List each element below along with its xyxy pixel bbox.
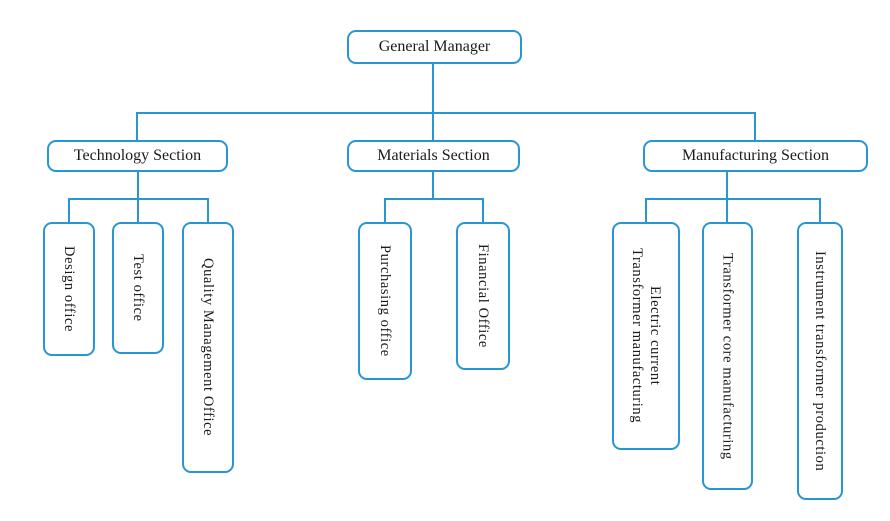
connector-drop-manufacturing (754, 112, 756, 140)
org-node-general-manager: General Manager (347, 30, 522, 64)
connector-root-stem (432, 64, 434, 114)
connector-drop-design-office (68, 198, 70, 222)
org-node-quality-management-office: Quality Management Office (182, 222, 234, 473)
connector-drop-financial-office (482, 198, 484, 222)
connector-drop-materials (432, 112, 434, 140)
connector-drop-electric-current (645, 198, 647, 222)
org-node-electric-current-transformer-manufacturing: Electric current Transformer manufacturi… (612, 222, 680, 450)
org-node-technology-section: Technology Section (47, 140, 228, 172)
org-node-purchasing-office: Purchasing office (358, 222, 412, 380)
connector-drop-technology (136, 112, 138, 140)
connector-technology-stem (137, 172, 139, 200)
connector-drop-test-office (137, 198, 139, 222)
connector-drop-instrument-transformer (819, 198, 821, 222)
connector-drop-transformer-core (726, 198, 728, 222)
connector-materials-stem (432, 172, 434, 200)
connector-manufacturing-stem (726, 172, 728, 200)
org-node-design-office: Design office (43, 222, 95, 356)
connector-materials-bus (384, 198, 484, 200)
connector-manufacturing-bus (645, 198, 821, 200)
org-node-test-office: Test office (112, 222, 164, 354)
org-node-transformer-core-manufacturing: Transformer core manufacturing (702, 222, 753, 490)
connector-top-bus (136, 112, 756, 114)
org-node-manufacturing-section: Manufacturing Section (643, 140, 868, 172)
org-node-financial-office: Financial Office (456, 222, 510, 370)
connector-drop-purchasing-office (384, 198, 386, 222)
org-node-instrument-transformer-production: Instrument transformer production (797, 222, 843, 500)
connector-drop-quality-office (207, 198, 209, 222)
org-node-materials-section: Materials Section (347, 140, 520, 172)
